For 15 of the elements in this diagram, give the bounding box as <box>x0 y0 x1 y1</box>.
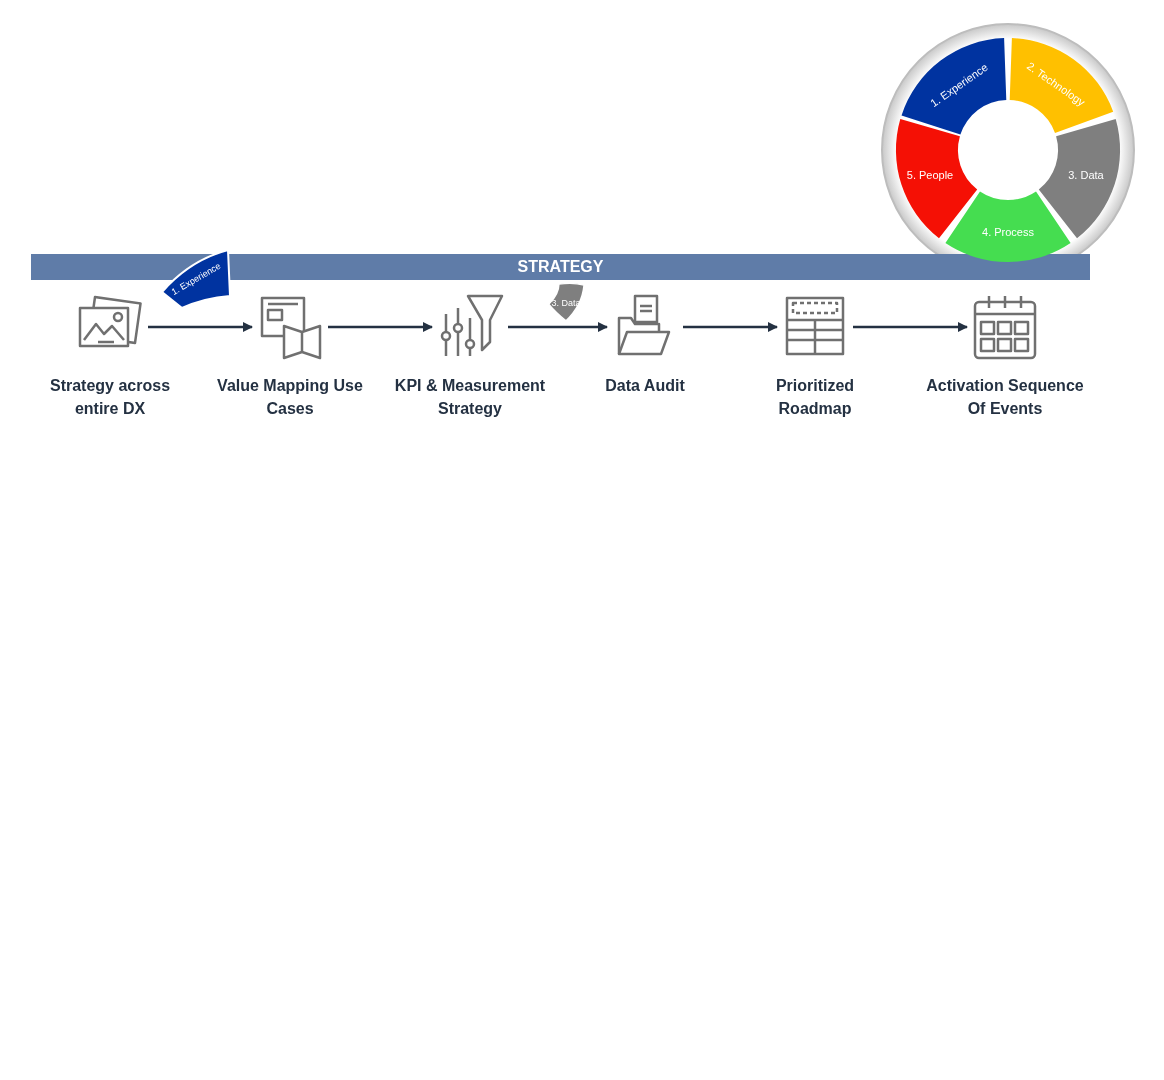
segment-label: 3. Data <box>1068 169 1104 182</box>
segment-label: 4. Process <box>982 226 1034 238</box>
arrow <box>328 322 433 332</box>
step-label: Strategy across entire DX <box>48 376 172 419</box>
band-title: STRATEGY <box>517 258 604 276</box>
arrow <box>508 322 608 332</box>
step-label: Activation Sequence Of Events <box>925 376 1085 419</box>
segment-label: 5. People <box>906 169 954 182</box>
arrow <box>148 322 253 332</box>
arrow <box>683 322 778 332</box>
step-label: Value Mapping Use Cases <box>216 376 364 419</box>
step-label: Data Audit <box>604 376 686 396</box>
step-label: Prioritized Roadmap <box>774 376 856 419</box>
step-label: KPI & Measurement Strategy <box>393 376 547 419</box>
arrow <box>853 322 968 332</box>
